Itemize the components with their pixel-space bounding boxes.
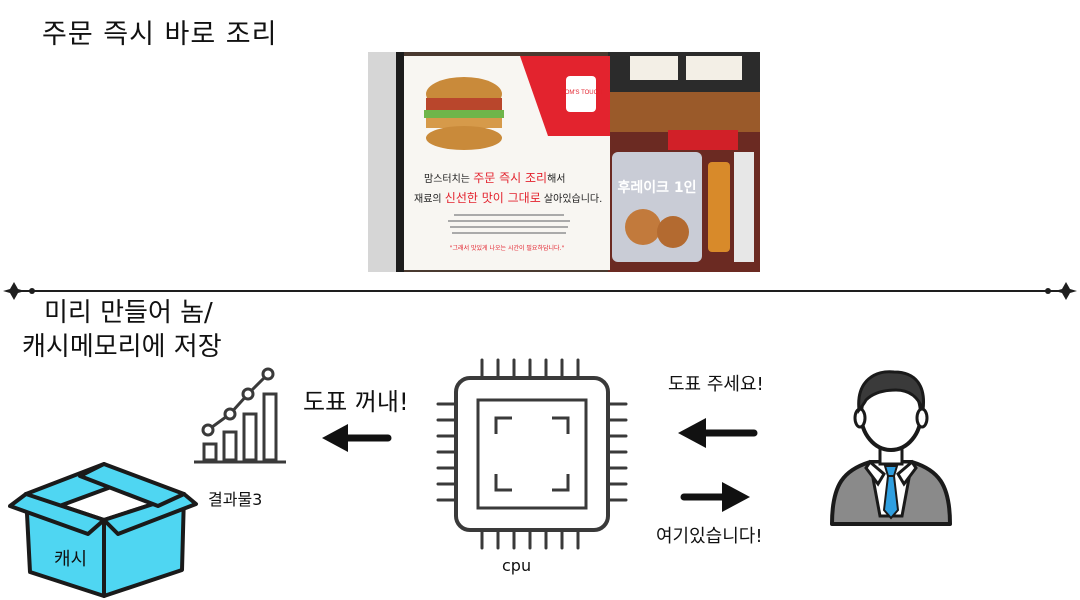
bar-chart-icon xyxy=(194,367,286,464)
cpu-chip-icon xyxy=(436,358,628,550)
request-label: 도표 주세요! xyxy=(668,374,764,395)
top-title: 주문 즉시 바로 조리 xyxy=(42,19,278,50)
restaurant-photo-illustration: MOM'S TOUCH 맘스터치는 주문 즉시 조리해서 재료의 신선한 맛이 … xyxy=(368,52,760,272)
svg-text:재료의 신선한 맛이 그대로 살아있습니다.: 재료의 신선한 맛이 그대로 살아있습니다. xyxy=(414,191,602,205)
cpu-label: cpu xyxy=(502,556,532,575)
user-avatar-icon xyxy=(830,370,952,526)
response-arrow-icon xyxy=(680,482,750,512)
take-out-label: 도표 꺼내! xyxy=(303,388,409,416)
bottom-title-line1: 미리 만들어 놈/ xyxy=(44,298,213,328)
bottom-title-line2: 캐시메모리에 저장 xyxy=(22,332,222,362)
brand-logo-text: MOM'S TOUCH xyxy=(560,90,603,96)
response-label: 여기있습니다! xyxy=(656,526,763,547)
request-arrow-icon xyxy=(678,418,758,448)
sign-footnote: "그래서 맛있게 나오는 시간이 필요하답니다." xyxy=(450,244,565,252)
cache-label: 캐시 xyxy=(54,549,88,570)
result-label: 결과물3 xyxy=(208,490,263,509)
bottom-title: 미리 만들어 놈/ 캐시메모리에 저장 xyxy=(22,296,222,364)
svg-text:맘스터치는 주문 즉시 조리해서: 맘스터치는 주문 즉시 조리해서 xyxy=(424,171,565,185)
cache-box-icon xyxy=(8,462,198,598)
left-arrow-icon xyxy=(322,424,392,452)
section-divider xyxy=(3,282,1077,300)
side-sign-text: 후레이크 1인 xyxy=(617,179,696,196)
restaurant-photo: MOM'S TOUCH 맘스터치는 주문 즉시 조리해서 재료의 신선한 맛이 … xyxy=(368,52,760,272)
